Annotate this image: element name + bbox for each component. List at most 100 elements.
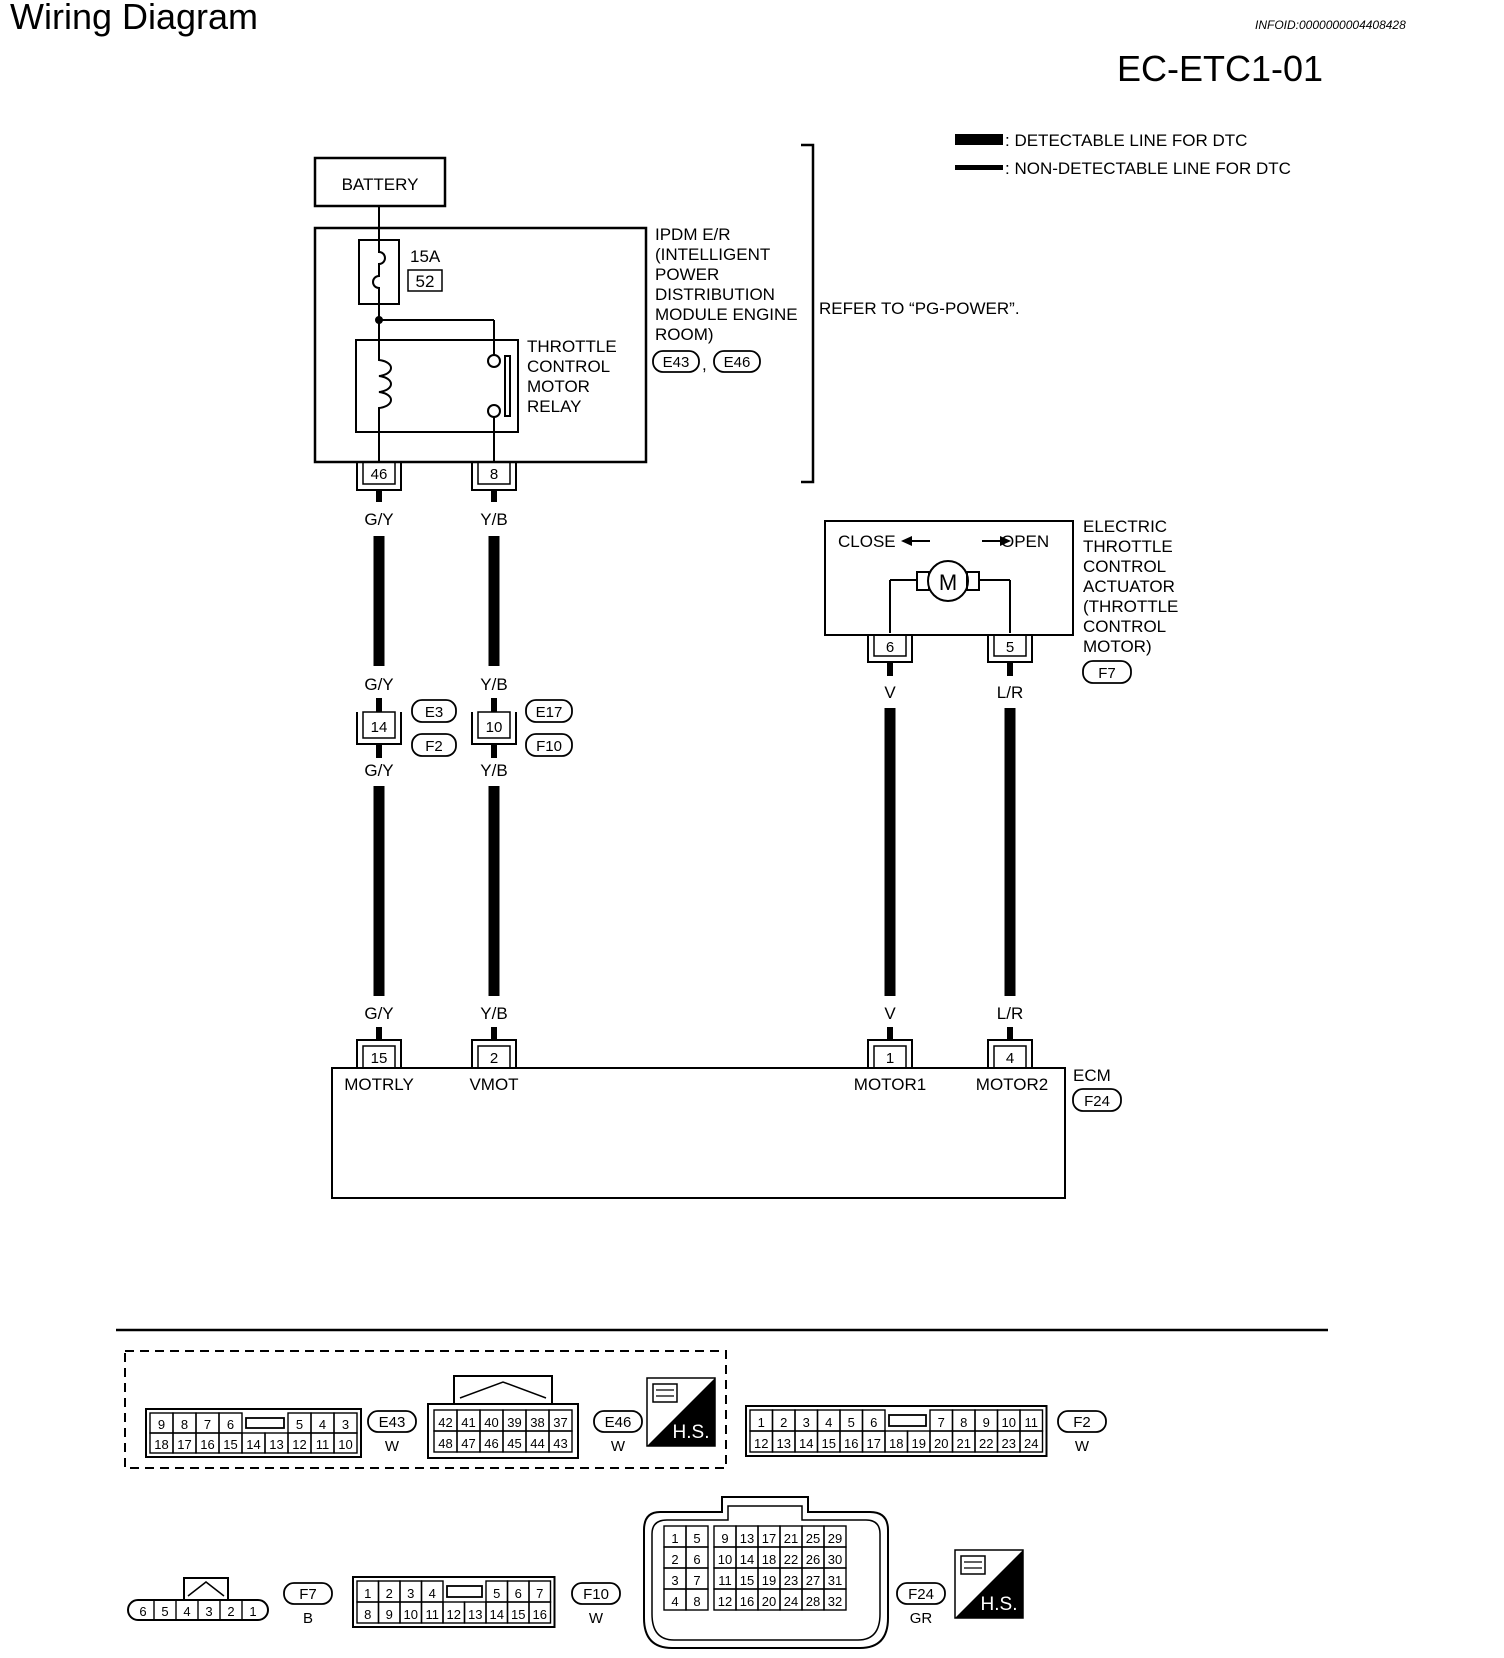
harness-side-icons: H.S. H.S. [646,1377,1024,1619]
pin-21-label: 21 [957,1436,971,1451]
pin-16-label: 16 [533,1607,547,1622]
harness-side-icon-1: H.S. [646,1377,716,1447]
connector-id-f2: F2 [1073,1414,1091,1431]
relay-label-1: THROTTLE [527,337,617,356]
actuator-close-label: CLOSE [838,532,896,551]
diagram-code: EC-ETC1-01 [1117,48,1324,89]
svg-text:1: 1 [886,1050,894,1067]
pin-5-label: 5 [848,1415,855,1430]
wire-v-label-1: V [884,683,896,702]
pin-3-label: 3 [342,1417,349,1432]
pin-13-label: 13 [269,1437,283,1452]
relay-coil-icon [378,340,392,432]
pin-8-label: 8 [364,1607,371,1622]
connector-key-slot [888,1414,927,1427]
connector-f2: F2 [425,738,443,755]
pin-3-label: 3 [803,1415,810,1430]
pin-16-label: 16 [844,1436,858,1451]
pin-45-label: 45 [507,1436,521,1451]
arrow-left-icon [901,536,930,546]
connector-id-f24: F24 [908,1586,934,1603]
battery-label: BATTERY [342,175,419,194]
svg-text:46: 46 [371,466,388,483]
ipdm-connector-e43: E43 [663,354,690,371]
pin-22-label: 22 [784,1552,798,1567]
pin-1-label: 1 [671,1531,678,1546]
info-id: INFOID:0000000004408428 [1255,18,1406,32]
pin-23-label: 23 [1002,1436,1016,1451]
actuator-label-7: MOTOR) [1083,637,1152,656]
wire-yb-label-4: Y/B [480,1004,507,1023]
relay-contact-top-icon [487,354,501,368]
svg-text:5: 5 [1006,639,1014,656]
pin-17-label: 17 [177,1437,191,1452]
connector-id-e46: E46 [605,1414,632,1431]
connector-e3-badge [411,699,457,723]
connector-color-e46: W [611,1438,626,1455]
pin-1-label: 1 [758,1415,765,1430]
pin-1-label: 1 [249,1604,256,1619]
pin-30-label: 30 [828,1552,842,1567]
svg-text:14: 14 [371,719,388,736]
pin-42-label: 42 [438,1415,452,1430]
pin-24 [1019,1430,1044,1453]
pin-19-label: 19 [762,1573,776,1588]
pin-18-label: 18 [762,1552,776,1567]
actuator-connector-f7: F7 [1098,665,1116,682]
wire-v-label-2: V [884,1004,896,1023]
ecm-label: ECM [1073,1066,1111,1085]
pin-20-label: 20 [934,1436,948,1451]
page-title: Wiring Diagram [10,0,259,37]
pin-8-label: 8 [960,1415,967,1430]
pin-18-label: 18 [154,1437,168,1452]
pin-10-label: 10 [404,1607,418,1622]
wire-lr-label-2: L/R [997,1004,1023,1023]
connector-id-badge-f7 [283,1582,333,1605]
ipdm-label-1: IPDM E/R [655,225,731,244]
relay-contact-bottom-icon [487,404,501,418]
pin-3-label: 3 [671,1573,678,1588]
pin-21-label: 21 [784,1531,798,1546]
pin-10-label: 10 [718,1552,732,1567]
ecm-pin-name-motor1: MOTOR1 [854,1075,926,1094]
pin-13-label: 13 [777,1436,791,1451]
pin-5-label: 5 [161,1604,168,1619]
connector-housing [352,1576,556,1628]
pin-6-label: 6 [227,1417,234,1432]
pin-23-label: 23 [784,1573,798,1588]
pin-3-label: 3 [407,1586,414,1601]
pin-39-label: 39 [507,1415,521,1430]
ipdm-label-2: (INTELLIGENT [655,245,770,264]
pin-2-label: 2 [780,1415,787,1430]
fuse-symbol [358,239,400,305]
connector-key-slot [446,1585,483,1598]
relay-label-2: CONTROL [527,357,610,376]
pin-10 [333,1432,358,1454]
connector-id-f10: F10 [583,1586,609,1603]
ecm-pin-15: 15 [356,1039,402,1069]
pin-9-label: 9 [158,1417,165,1432]
refer-note: REFER TO “PG-POWER”. [819,299,1020,318]
joint-pin-10: 10 [471,711,517,745]
connector-id-badge-f10 [571,1582,621,1605]
pin-8 [685,1588,709,1611]
ipdm-box [313,226,648,464]
relay-box [355,339,519,433]
pin-4-label: 4 [319,1417,326,1432]
pin-31-label: 31 [828,1573,842,1588]
actuator-label-4: ACTUATOR [1083,577,1175,596]
actuator-label-6: CONTROL [1083,617,1166,636]
pin-38-label: 38 [530,1415,544,1430]
svg-text:15: 15 [371,1050,388,1067]
pin-24-label: 24 [784,1594,798,1609]
pin-16-label: 16 [740,1594,754,1609]
pin-15-label: 15 [223,1437,237,1452]
ecm-connector-f24: F24 [1084,1093,1110,1110]
harness-side-label: H.S. [981,1594,1018,1615]
pin-40-label: 40 [484,1415,498,1430]
pin-9-label: 9 [983,1415,990,1430]
pin-9-label: 9 [721,1531,728,1546]
wire-gy-label-3: G/Y [364,761,393,780]
ipdm-connector-group-frame [124,1350,727,1469]
